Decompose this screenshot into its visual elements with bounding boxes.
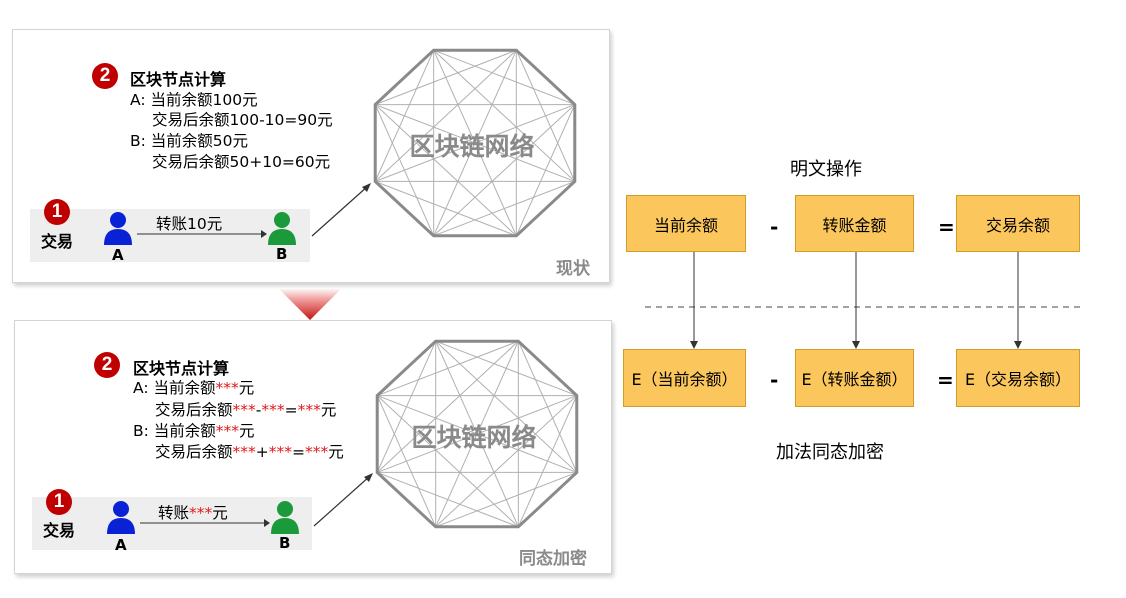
calc-line-2: 交易后余额100-10=90元 [152, 111, 333, 129]
enc-op-equals: = [937, 368, 954, 392]
user-b-icon-enc [271, 501, 299, 534]
enc-calc-line-3: B: 当前余额***元 [133, 422, 255, 440]
step2-badge: 2 [92, 63, 118, 89]
status-current: 现状 [556, 259, 590, 279]
down-arrow-icon [278, 288, 342, 320]
transfer-arrow-enc [140, 519, 270, 527]
divider-dashed [645, 306, 1081, 308]
step1-badge: 1 [44, 199, 70, 225]
plain-box-transfer: 转账金额 [795, 195, 914, 252]
step2-badge-enc: 2 [94, 352, 120, 378]
enc-calc-line-2: 交易后余额***-***=***元 [155, 401, 337, 419]
plain-box-balance: 当前余额 [626, 195, 746, 252]
transfer-arrow [137, 230, 267, 238]
to-network-arrow [311, 183, 371, 237]
status-homomorphic: 同态加密 [519, 549, 587, 569]
to-network-arrow-enc [313, 473, 373, 527]
step1-badge-enc: 1 [46, 489, 72, 515]
enc-calc-line-1: A: 当前余额***元 [133, 379, 255, 397]
enc-box-result: E（交易余额） [956, 349, 1080, 407]
calc-line-4: 交易后余额50+10=60元 [152, 153, 331, 171]
network-label: 区块链网络 [409, 132, 535, 161]
homomorphic-caption: 加法同态加密 [776, 442, 884, 463]
user-a-icon-enc [107, 501, 135, 534]
encrypt-arrows [690, 252, 1022, 349]
transfer-amount: 转账10元 [156, 215, 223, 233]
user-b-icon [268, 212, 296, 245]
transaction-label-enc: 交易 [43, 521, 76, 540]
blockchain-network-icon [373, 48, 577, 238]
enc-calc-line-4: 交易后余额***+***=***元 [155, 443, 344, 461]
user-b-label-enc: B [279, 534, 291, 552]
user-a-label-enc: A [115, 536, 127, 554]
step2-title: 区块节点计算 [130, 70, 227, 89]
plain-op-equals: = [938, 215, 955, 239]
user-a-icon [104, 212, 132, 245]
plain-box-result: 交易余额 [956, 195, 1080, 252]
blockchain-network-icon-enc [375, 339, 579, 529]
enc-box-transfer: E（转账金额） [795, 349, 914, 407]
step2-title-enc: 区块节点计算 [133, 359, 230, 378]
enc-op-minus: - [770, 368, 779, 392]
transfer-amount-enc: 转账***元 [158, 504, 228, 522]
calc-line-3: B: 当前余额50元 [130, 132, 249, 150]
user-b-label: B [276, 245, 288, 263]
user-a-label: A [112, 246, 124, 264]
plaintext-caption: 明文操作 [790, 159, 862, 180]
plain-op-minus: - [770, 215, 779, 239]
enc-box-balance: E（当前余额） [623, 349, 746, 407]
transaction-label: 交易 [41, 232, 74, 251]
calc-line-1: A: 当前余额100元 [130, 91, 258, 109]
network-label-enc: 区块链网络 [411, 423, 537, 452]
